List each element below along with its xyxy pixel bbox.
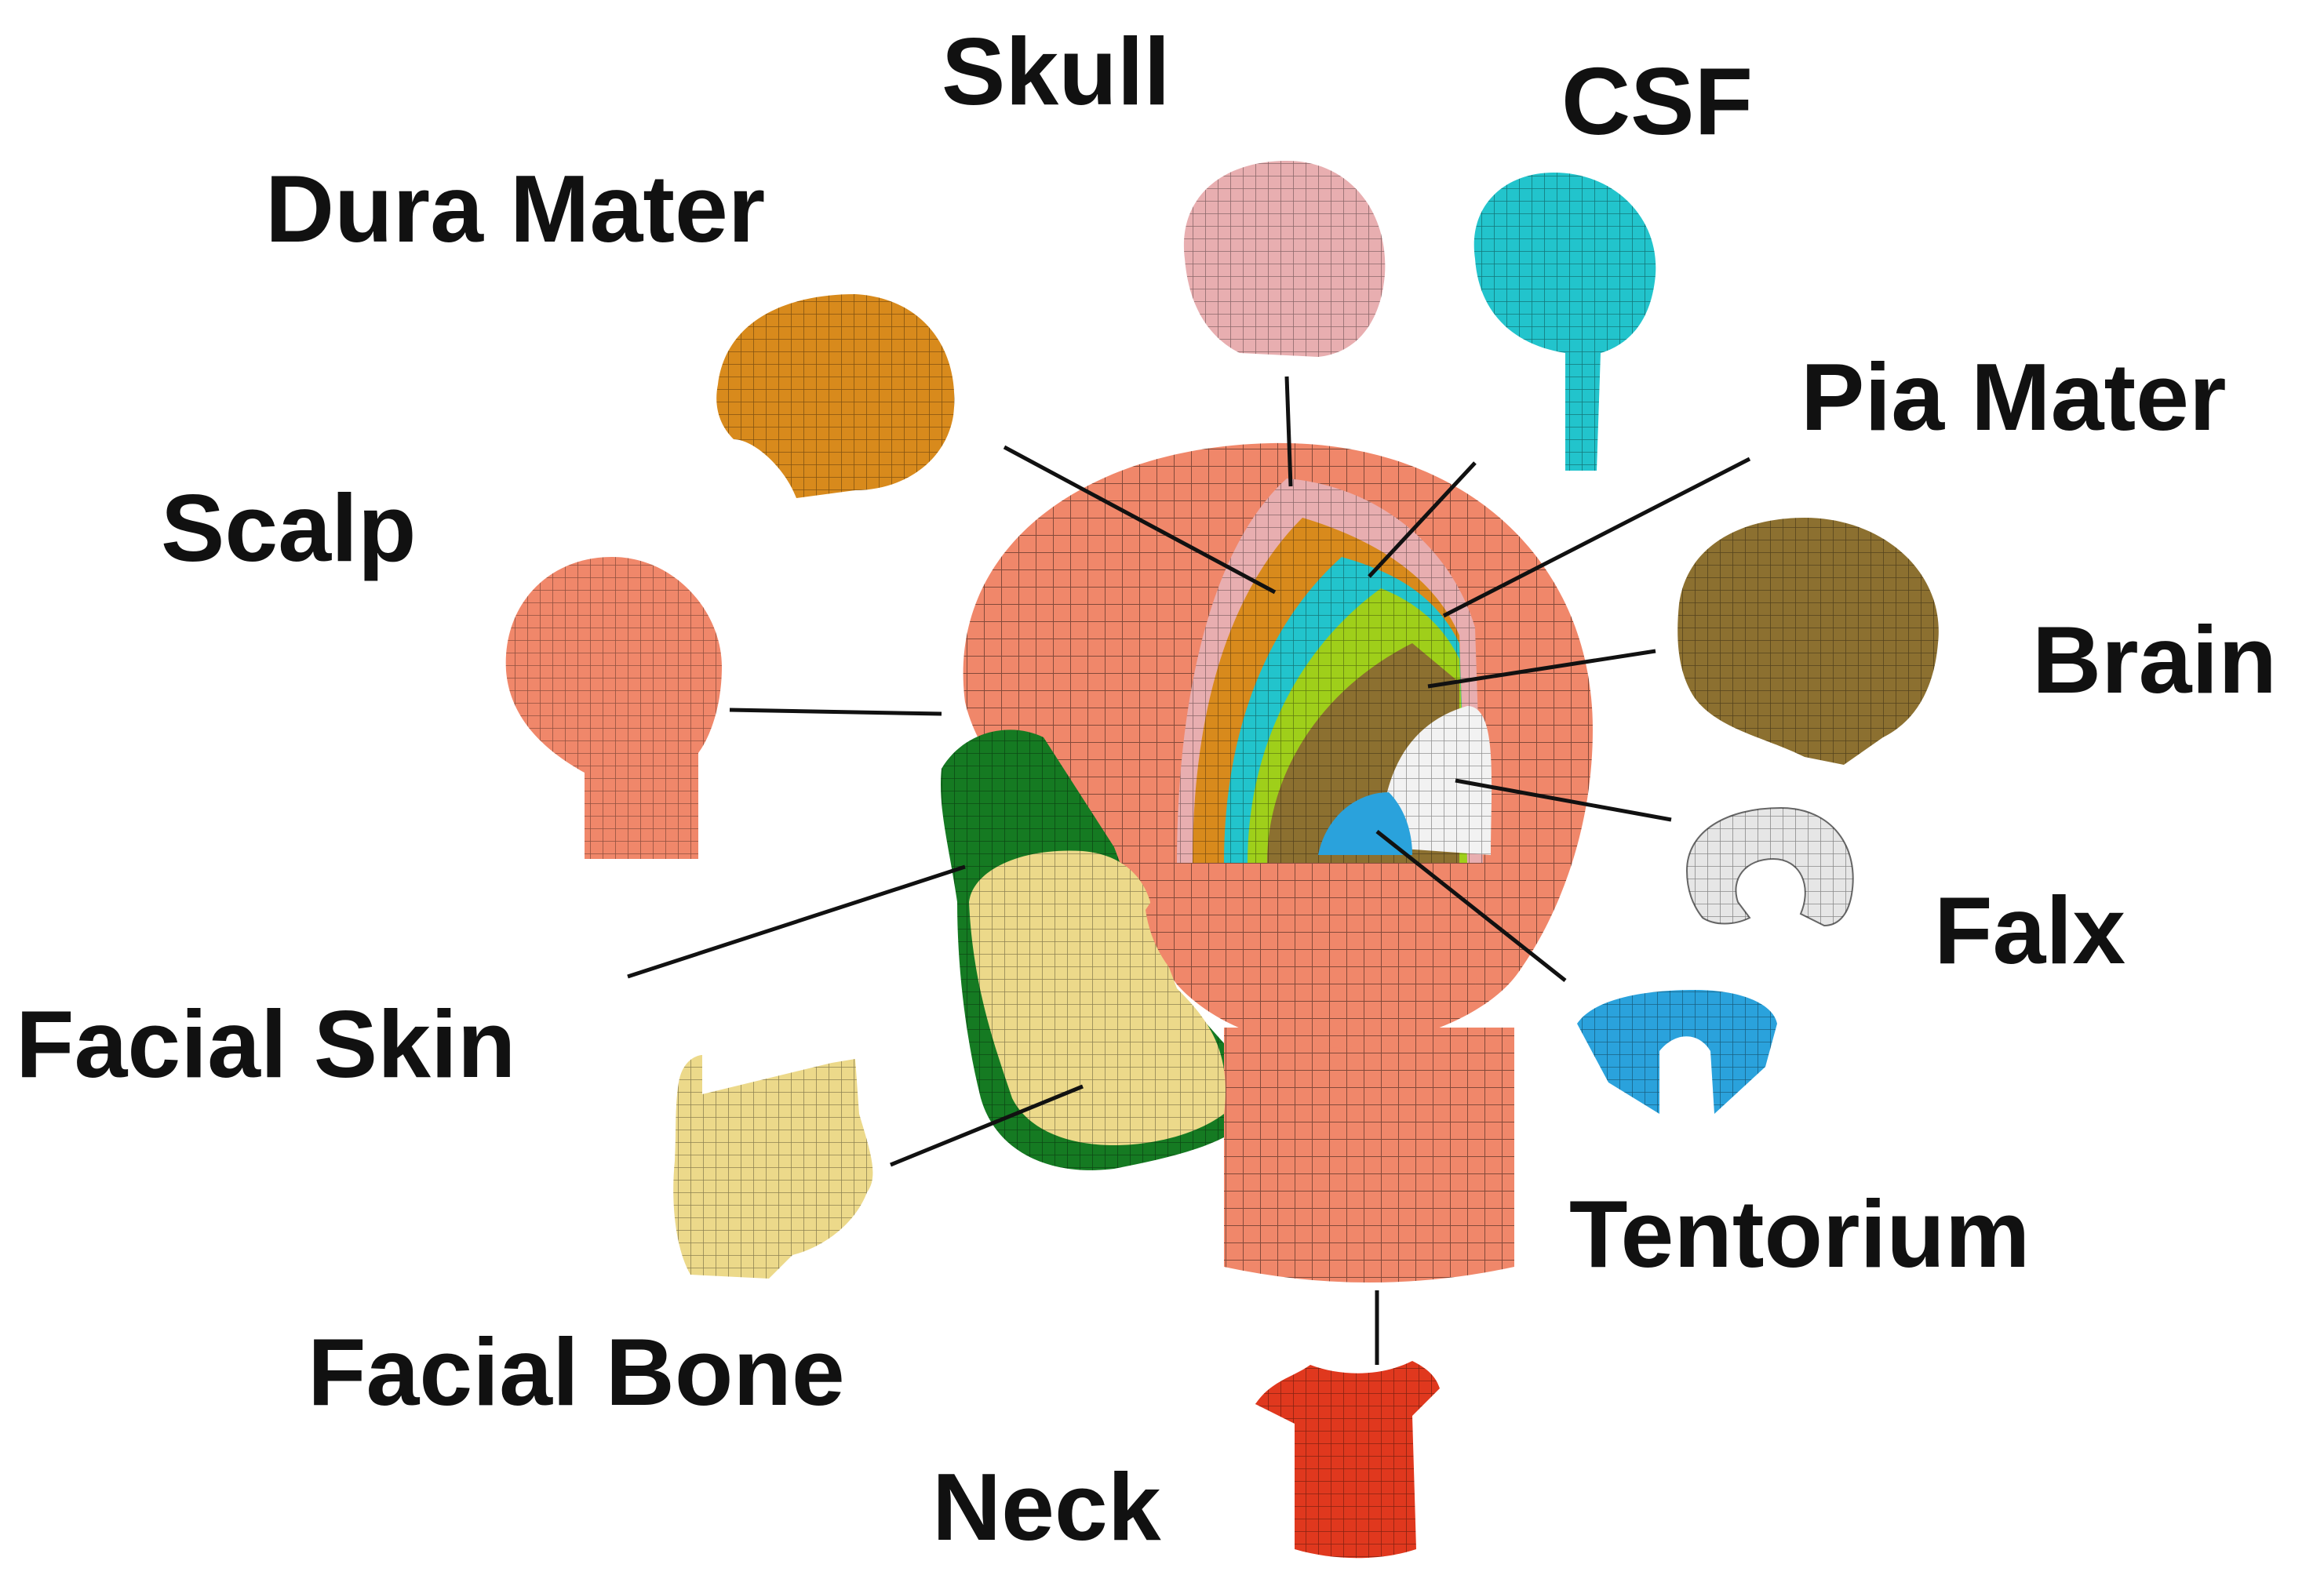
label-pia-mater: Pia Mater bbox=[1801, 344, 2227, 450]
leader-line-tentorium bbox=[1375, 830, 1567, 982]
label-csf: CSF bbox=[1561, 48, 1753, 155]
label-dura-mater: Dura Mater bbox=[265, 155, 766, 262]
facial-bone-model bbox=[673, 1055, 873, 1279]
leader-line-skull bbox=[1284, 376, 1293, 487]
leader-line-facial-bone bbox=[890, 1084, 1084, 1167]
label-scalp: Scalp bbox=[161, 475, 417, 581]
leader-line-falx bbox=[1455, 778, 1672, 822]
leader-line-dura-mater bbox=[1003, 445, 1277, 595]
leader-line-facial-skin bbox=[627, 864, 966, 979]
leader-line-scalp bbox=[729, 708, 942, 716]
label-facial-skin: Facial Skin bbox=[16, 991, 516, 1097]
leader-line-brain bbox=[1427, 649, 1656, 689]
dura-mater-model bbox=[716, 294, 955, 498]
label-skull: Skull bbox=[942, 18, 1171, 125]
brain-model bbox=[1677, 518, 1939, 765]
leader-lines bbox=[627, 376, 1751, 1365]
falx-model bbox=[1685, 806, 1854, 927]
tentorium-model bbox=[1577, 990, 1777, 1114]
skull-model bbox=[1183, 161, 1386, 357]
label-falx: Falx bbox=[1934, 877, 2126, 984]
leader-line-pia-mater bbox=[1442, 457, 1751, 618]
label-facial-bone: Facial Bone bbox=[308, 1319, 845, 1425]
central-head-model bbox=[941, 442, 1593, 1282]
label-brain: Brain bbox=[2032, 606, 2277, 713]
neck-model bbox=[1255, 1361, 1440, 1559]
scalp-model bbox=[505, 557, 722, 859]
leader-line-csf bbox=[1368, 461, 1477, 578]
label-tentorium: Tentorium bbox=[1569, 1181, 2031, 1287]
csf-model bbox=[1473, 173, 1656, 471]
label-neck: Neck bbox=[932, 1453, 1161, 1560]
